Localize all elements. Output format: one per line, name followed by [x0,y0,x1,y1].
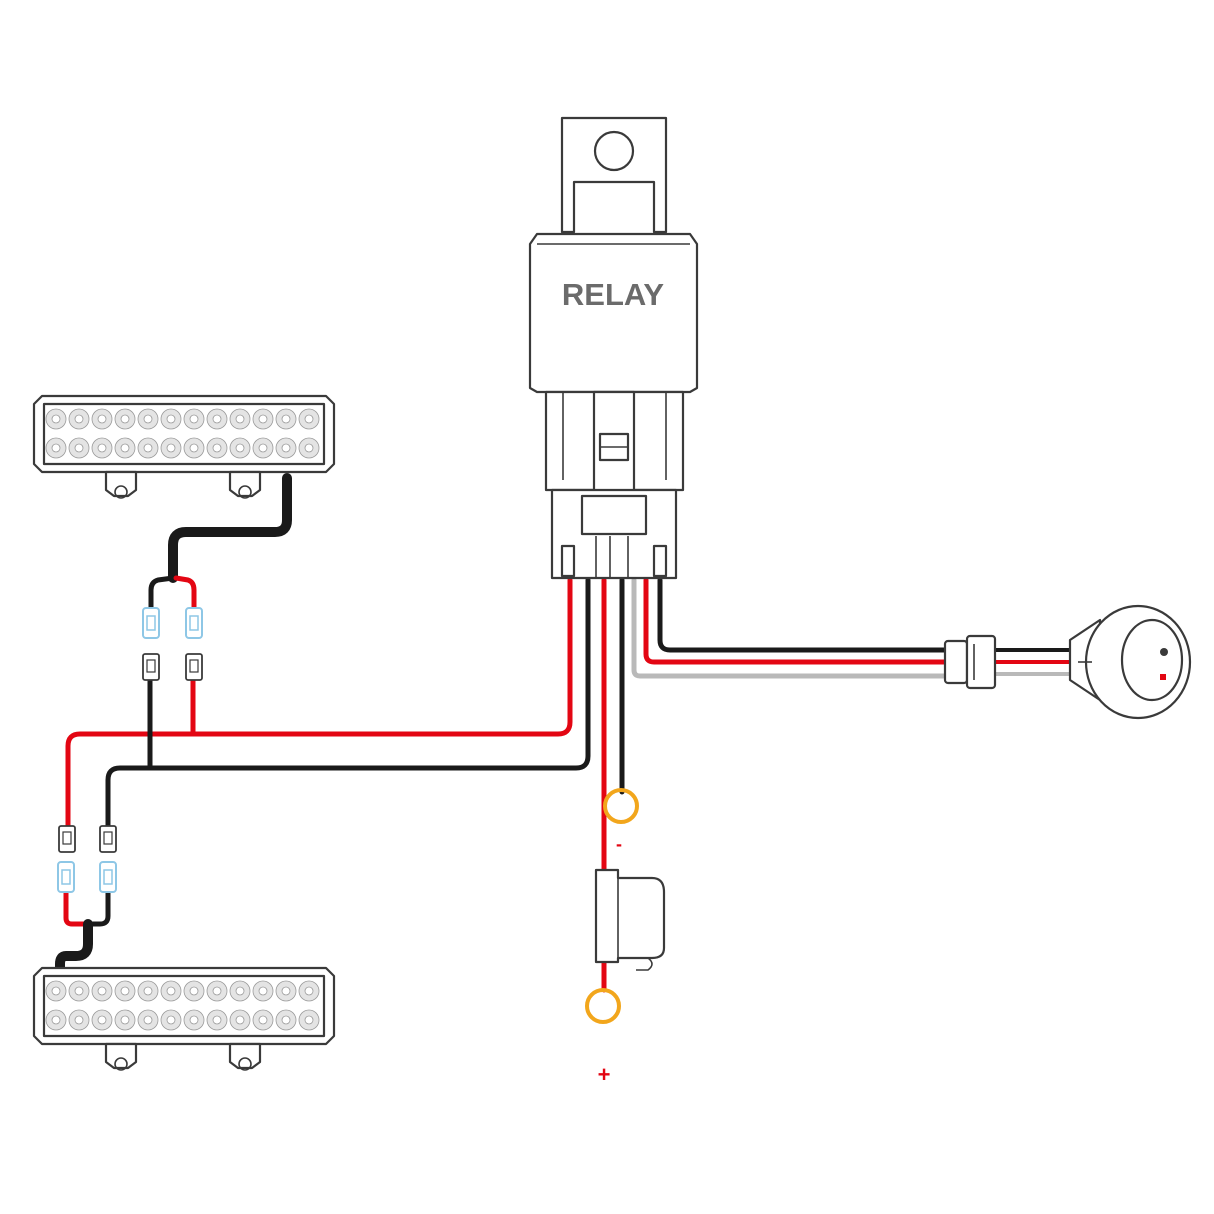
led-emitter [189,443,199,453]
led-emitter [235,443,245,453]
led-emitter [258,443,268,453]
led-emitter [189,986,199,996]
led-emitter [74,414,84,424]
grey-wire [631,577,948,679]
led-emitter [97,443,107,453]
led-emitter [51,1015,61,1025]
black-wire-switch [657,577,948,653]
upper-light-pigtail-black [168,473,292,583]
led-emitter [212,414,222,424]
led-emitter [120,986,130,996]
spade-connector-lower-black-female [99,861,117,893]
led-emitter [120,443,130,453]
led-emitter [304,1015,314,1025]
ring-terminal-positive [585,988,621,1024]
led-emitter [143,1015,153,1025]
led-emitter [120,414,130,424]
led-emitter [143,443,153,453]
led-emitter [74,986,84,996]
wiring-harness [55,473,1077,993]
led-emitter [51,414,61,424]
led-emitter [97,986,107,996]
lower-light-pigtail-red [63,887,91,927]
led-emitter [281,443,291,453]
spade-connector-upper-red-female [185,607,203,639]
relay-label: RELAY [562,277,665,312]
led-emitter [51,443,61,453]
led-emitter [166,986,176,996]
lower-light-pigtail-black [55,919,93,977]
relay-icon: RELAY [528,116,699,580]
led-emitter [281,986,291,996]
led-emitter [166,414,176,424]
ring-terminal-negative [603,788,639,824]
led-emitter [258,1015,268,1025]
led-emitter [212,986,222,996]
spade-connector-lower-red-male [58,825,76,853]
switch-plug-icon [943,634,997,690]
led-emitter [166,1015,176,1025]
led-emitter [143,414,153,424]
led-emitter [120,1015,130,1025]
led-emitter [281,1015,291,1025]
spade-connector-lower-black-male [99,825,117,853]
led-emitter [281,414,291,424]
led-emitter [189,414,199,424]
led-emitter [258,986,268,996]
light-bar-lower [32,966,336,1071]
spade-connector-upper-black-male [142,653,160,681]
led-emitter [212,1015,222,1025]
light-bar-upper [32,394,336,499]
spade-connector-lower-red-female [57,861,75,893]
led-emitter [189,1015,199,1025]
led-emitter [304,414,314,424]
upper-light-pigtail-split-black [148,575,176,611]
led-emitter [74,1015,84,1025]
led-emitter [235,986,245,996]
led-emitter [74,443,84,453]
led-emitter [235,1015,245,1025]
led-emitter [97,1015,107,1025]
led-emitter [304,986,314,996]
fuse-holder-icon [594,868,666,971]
led-emitter [166,443,176,453]
led-emitter [304,443,314,453]
led-emitter [97,414,107,424]
black-wire-lights [105,577,591,831]
led-emitter [51,986,61,996]
spade-connector-upper-red-male [185,653,203,681]
led-emitter [143,986,153,996]
red-wire-switch [643,577,948,665]
spade-connector-upper-black-female [142,607,160,639]
positive-terminal-label: + [598,1062,611,1087]
switch-icon[interactable] [1068,604,1192,720]
upper-light-pigtail-split-red [173,575,197,611]
led-emitter [258,414,268,424]
red-wire-lights [65,577,573,831]
lower-light-pigtail-black-split [85,887,111,927]
negative-terminal-label: - [616,834,622,854]
led-emitter [235,414,245,424]
led-emitter [212,443,222,453]
